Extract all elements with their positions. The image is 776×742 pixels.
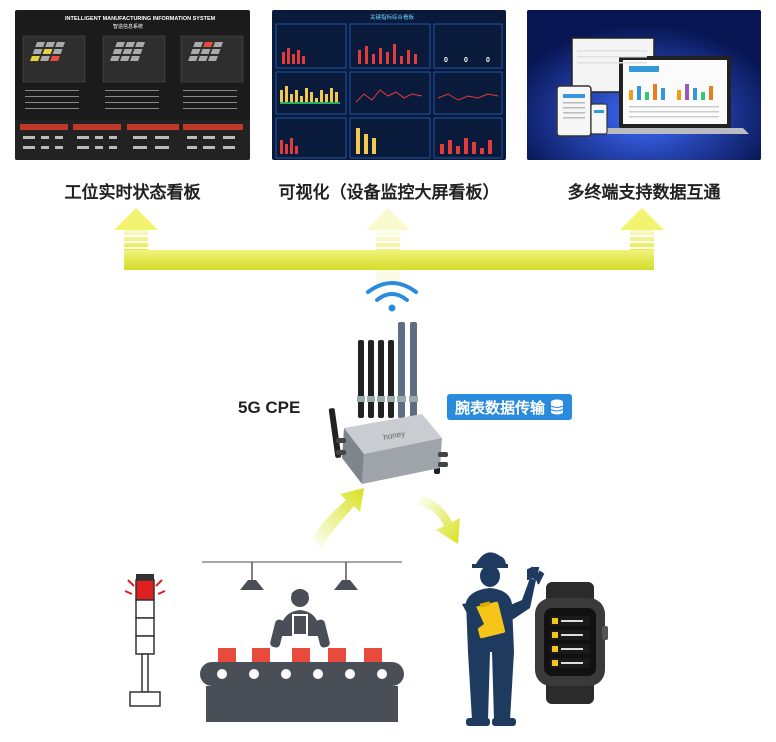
worker-icon — [462, 552, 545, 726]
arrow-up-left — [114, 208, 158, 250]
conveyor-icon — [200, 561, 404, 722]
monitoring-big-screen: 关键指标综合看板 0 0 0 — [272, 10, 506, 160]
signal-tower-icon — [124, 574, 166, 707]
station-board-graphics — [15, 35, 250, 160]
assembly-worker-icon — [270, 589, 330, 648]
dashboard-header-en: INTELLIGENT MANUFACTURING INFORMATION SY… — [65, 16, 216, 22]
svg-text:0: 0 — [486, 57, 490, 64]
arrow-up-right — [620, 208, 664, 250]
cpe-device: honey — [328, 281, 448, 484]
svg-text:0: 0 — [444, 57, 448, 64]
cpe-brand: honey — [383, 429, 406, 442]
multi-terminal-graphics — [527, 10, 761, 160]
wifi-signal-icon — [366, 281, 418, 312]
database-icon — [550, 399, 564, 415]
station-status-dashboard: INTELLIGENT MANUFACTURING INFORMATION SY… — [15, 10, 250, 160]
badge-label: 腕表数据传输 — [455, 399, 546, 417]
arrow-up-center — [366, 208, 410, 284]
distribution-bar — [124, 250, 654, 270]
caption-station-status: 工位实时状态看板 — [64, 183, 201, 202]
big-screen-graphics: 0 0 0 — [275, 23, 503, 159]
svg-text:0: 0 — [464, 57, 468, 64]
arrow-to-worker — [418, 494, 460, 544]
caption-multi-terminal: 多终端支持数据互通 — [567, 183, 721, 202]
dashboard-header-cn: 智造信息系统 — [113, 24, 144, 30]
cpe-label: 5G CPE — [238, 398, 301, 417]
watch-data-badge: 腕表数据传输 — [447, 394, 573, 420]
caption-visualization: 可视化（设备监控大屏看板） — [278, 183, 500, 202]
big-screen-header: 关键指标综合看板 — [370, 15, 415, 21]
multi-terminal-display — [527, 10, 761, 160]
arrow-to-cpe — [312, 488, 364, 548]
smartwatch-icon — [535, 582, 608, 704]
